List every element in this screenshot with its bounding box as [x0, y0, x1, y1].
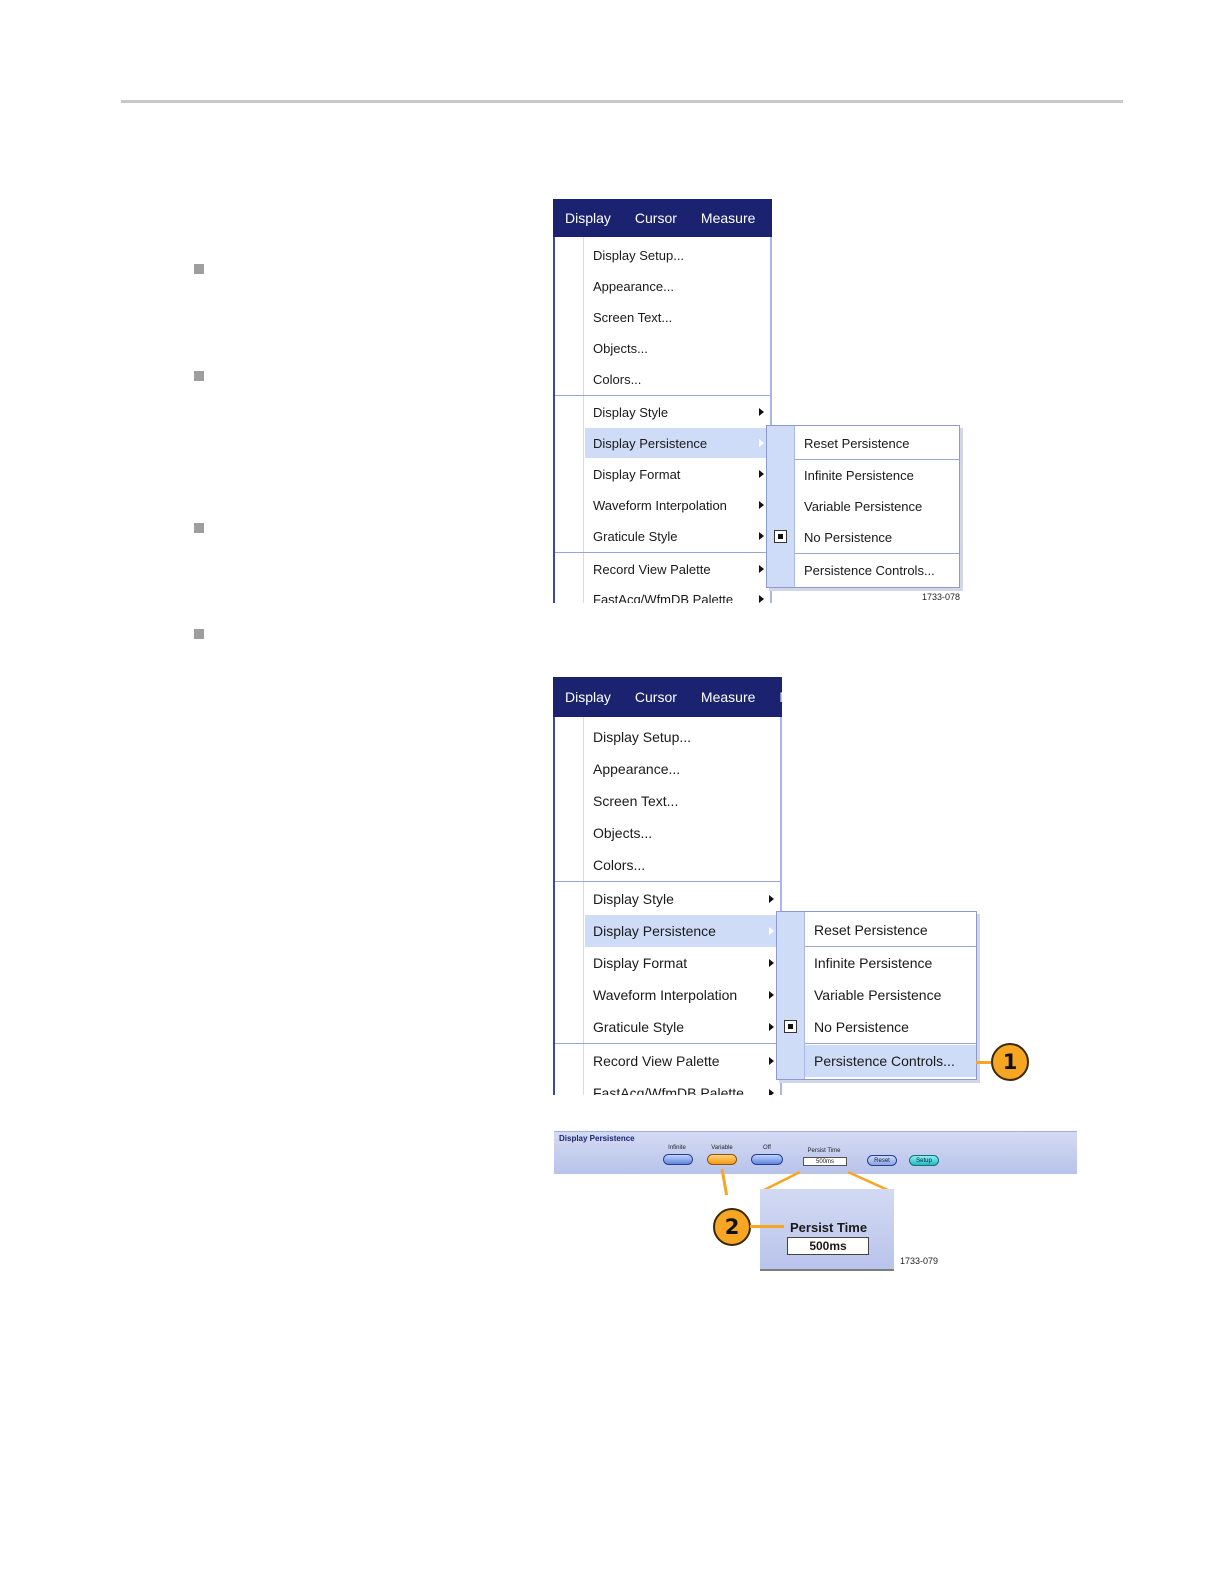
menu-bar: Display Cursor Measure M [553, 677, 782, 717]
variable-button[interactable] [707, 1154, 737, 1165]
checked-icon [774, 530, 787, 543]
callout-1: 1 [991, 1043, 1029, 1081]
persist-time-zoom: Persist Time 500ms [760, 1189, 894, 1271]
figure-id: 1733-079 [900, 1256, 939, 1266]
menu-item-graticule-style[interactable]: Graticule Style [585, 521, 770, 551]
menu-item-display-setup[interactable]: Display Setup... [593, 247, 685, 263]
chevron-right-icon [769, 959, 774, 967]
bullet-marker [194, 264, 204, 274]
menu-item-appearance[interactable]: Appearance... [593, 278, 674, 294]
menu-item-colors[interactable]: Colors... [593, 371, 642, 387]
menu-next[interactable]: M [767, 210, 772, 226]
persistence-submenu: Reset Persistence Infinite Persistence V… [766, 425, 960, 588]
bullet-marker [194, 629, 204, 639]
submenu-infinite-persistence[interactable]: Infinite Persistence [814, 955, 933, 971]
menu-item-fastacq-palette[interactable]: FastAcq/WfmDB Palette [585, 1077, 780, 1095]
persist-time-label: Persist Time [807, 1148, 841, 1154]
menu-cursor[interactable]: Cursor [634, 689, 677, 705]
submenu-variable-persistence[interactable]: Variable Persistence [814, 987, 942, 1003]
submenu-persistence-controls[interactable]: Persistence Controls... [805, 1045, 976, 1077]
menu-next[interactable]: M [767, 689, 782, 705]
menu-display[interactable]: Display [565, 210, 611, 226]
chevron-right-icon [769, 927, 774, 935]
infinite-button[interactable] [663, 1154, 693, 1165]
menu-measure[interactable]: Measure [700, 210, 756, 226]
callout-1-leader [976, 1061, 992, 1064]
persistence-submenu: Reset Persistence Infinite Persistence V… [776, 911, 977, 1080]
setup-button[interactable]: Setup [909, 1155, 939, 1166]
menu-item-display-format[interactable]: Display Format [585, 459, 770, 489]
zoom-title: Persist Time [790, 1220, 868, 1235]
menu-item-display-style[interactable]: Display Style [585, 883, 780, 915]
infinite-label: Infinite [668, 1145, 686, 1151]
chevron-right-icon [759, 565, 764, 573]
menu-item-display-persistence[interactable]: Display Persistence [585, 428, 770, 458]
display-dropdown: Display Setup... Appearance... Screen Te… [553, 717, 782, 1095]
display-dropdown: Display Setup... Appearance... Screen Te… [553, 237, 772, 603]
chevron-right-icon [769, 895, 774, 903]
chevron-right-icon [759, 532, 764, 540]
submenu-reset-persistence[interactable]: Reset Persistence [814, 922, 928, 938]
figure-display-menu-2: Display Cursor Measure M Display Setup..… [553, 677, 993, 1095]
chevron-right-icon [759, 439, 764, 447]
submenu-persistence-controls[interactable]: Persistence Controls... [804, 562, 935, 578]
submenu-variable-persistence[interactable]: Variable Persistence [804, 498, 923, 514]
zoom-persist-time-input[interactable]: 500ms [787, 1237, 869, 1255]
zoom-connector [720, 1168, 891, 1195]
submenu-no-persistence[interactable]: No Persistence [814, 1019, 909, 1035]
menu-measure[interactable]: Measure [700, 689, 756, 705]
variable-label: Variable [711, 1145, 733, 1151]
menu-item-display-setup[interactable]: Display Setup... [593, 729, 692, 745]
menu-item-objects[interactable]: Objects... [593, 340, 648, 356]
figure-display-menu-1: Display Cursor Measure M Display Setup..… [553, 199, 963, 603]
menu-bar: Display Cursor Measure M [553, 199, 772, 237]
persist-time-input[interactable]: 500ms [803, 1157, 847, 1166]
menu-item-graticule-style[interactable]: Graticule Style [585, 1011, 780, 1043]
menu-item-appearance[interactable]: Appearance... [593, 761, 681, 777]
chevron-right-icon [769, 1057, 774, 1065]
menu-item-record-view-palette[interactable]: Record View Palette [585, 1045, 780, 1077]
chevron-right-icon [759, 470, 764, 478]
submenu-infinite-persistence[interactable]: Infinite Persistence [804, 467, 914, 483]
off-label: Off [763, 1145, 771, 1151]
callout-2-leader [750, 1225, 784, 1228]
header-rule [121, 100, 1123, 103]
callout-2: 2 [713, 1208, 751, 1246]
display-persistence-panel: Display Persistence Infinite Variable Of… [554, 1131, 1077, 1174]
menu-item-display-format[interactable]: Display Format [585, 947, 780, 979]
reset-button[interactable]: Reset [867, 1155, 897, 1166]
chevron-right-icon [759, 501, 764, 509]
figure-id: 1733-078 [922, 592, 961, 602]
menu-item-fastacq-palette[interactable]: FastAcq/WfmDB Palette [585, 584, 770, 603]
chevron-right-icon [769, 991, 774, 999]
submenu-reset-persistence[interactable]: Reset Persistence [804, 435, 910, 451]
menu-item-record-view-palette[interactable]: Record View Palette [585, 554, 770, 584]
chevron-right-icon [759, 408, 764, 416]
chevron-right-icon [769, 1023, 774, 1031]
menu-item-screen-text[interactable]: Screen Text... [593, 793, 679, 809]
off-button[interactable] [751, 1154, 783, 1165]
chevron-right-icon [769, 1089, 774, 1095]
checked-icon [784, 1020, 797, 1033]
menu-item-objects[interactable]: Objects... [593, 825, 653, 841]
submenu-no-persistence[interactable]: No Persistence [804, 529, 893, 545]
menu-cursor[interactable]: Cursor [634, 210, 677, 226]
menu-item-display-persistence[interactable]: Display Persistence [585, 915, 780, 947]
menu-item-waveform-interpolation[interactable]: Waveform Interpolation [585, 490, 770, 520]
menu-item-display-style[interactable]: Display Style [585, 397, 770, 427]
bullet-marker [194, 523, 204, 533]
menu-display[interactable]: Display [565, 689, 611, 705]
menu-item-colors[interactable]: Colors... [593, 857, 646, 873]
menu-item-screen-text[interactable]: Screen Text... [593, 309, 673, 325]
panel-title: Display Persistence [559, 1134, 635, 1143]
menu-item-waveform-interpolation[interactable]: Waveform Interpolation [585, 979, 780, 1011]
chevron-right-icon [759, 595, 764, 603]
bullet-marker [194, 371, 204, 381]
